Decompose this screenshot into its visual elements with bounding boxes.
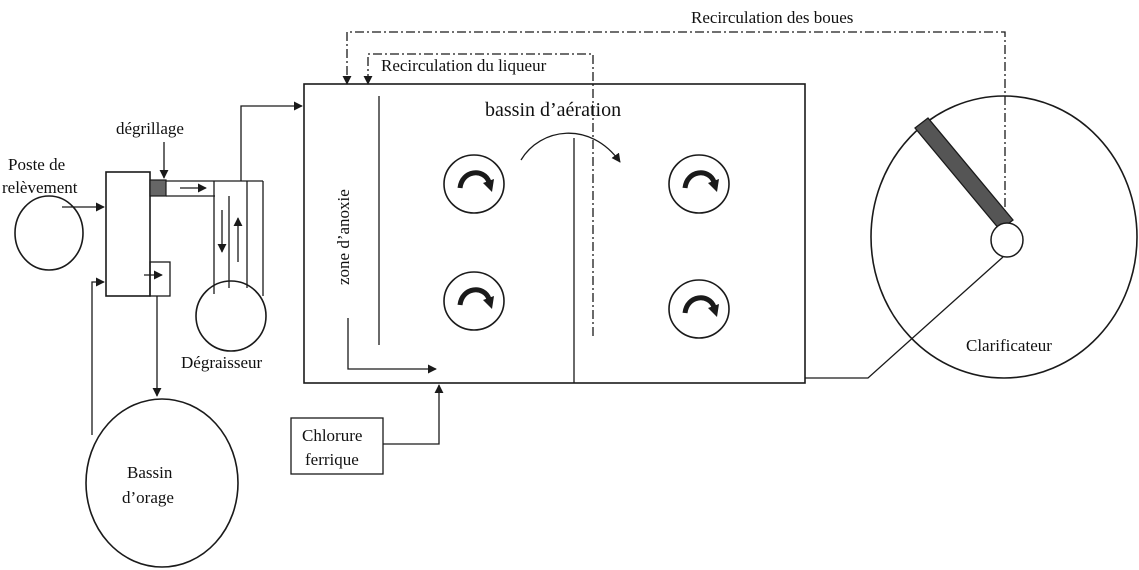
clarificateur-center bbox=[990, 222, 1024, 258]
mixer-bottom-left bbox=[443, 271, 505, 331]
clarificateur-label: Clarificateur bbox=[966, 336, 1052, 355]
boues-loop bbox=[342, 31, 1006, 224]
degraisseur-circle bbox=[195, 280, 267, 352]
rotation-arrow-icon bbox=[682, 170, 717, 189]
degrillage-unit: dégrillage bbox=[105, 119, 263, 297]
poste-label-line2: relèvement bbox=[2, 178, 78, 197]
recirculation-liqueur-label: Recirculation du liqueur bbox=[381, 56, 547, 75]
anoxie-bottom-arrow bbox=[347, 318, 437, 374]
chlorure-label-line1: Chlorure bbox=[302, 426, 362, 445]
poste-relevement-circle bbox=[14, 195, 84, 271]
bassin-orage: Bassin d’orage bbox=[85, 277, 239, 568]
clarificateur-circle bbox=[870, 95, 1138, 379]
degrillage-box bbox=[105, 171, 151, 297]
degraisseur-label: Dégraisseur bbox=[181, 353, 263, 372]
degrillage-label: dégrillage bbox=[116, 119, 184, 138]
liqueur-loop bbox=[363, 53, 594, 336]
chlorure-dosing-arrow bbox=[383, 384, 444, 445]
chlorure-ferrique: Chlorure ferrique bbox=[290, 384, 444, 475]
poste-relevement: Poste de relèvement bbox=[2, 155, 105, 271]
degraisseur-to-basin-arrow bbox=[240, 101, 303, 181]
orage-return-arrow bbox=[91, 277, 105, 435]
recirculation-boues-label: Recirculation des boues bbox=[691, 8, 853, 27]
orage-label-line2: d’orage bbox=[122, 488, 174, 507]
bassin-aeration-label: bassin d’aération bbox=[485, 99, 621, 121]
rotation-arrow-icon bbox=[457, 287, 492, 306]
chlorure-box bbox=[290, 417, 384, 475]
mixer-top-right bbox=[668, 154, 730, 214]
mixer-top-left bbox=[443, 154, 505, 214]
rotation-arrow-icon bbox=[682, 295, 717, 314]
bassin-aeration: bassin d’aération zone d’anoxie bbox=[303, 83, 806, 384]
rotation-arrow-icon bbox=[457, 170, 492, 189]
recirculation-boues: Recirculation des boues bbox=[342, 8, 1006, 224]
basin-to-clarificateur-line bbox=[805, 256, 1004, 379]
orage-label-line1: Bassin bbox=[127, 463, 173, 482]
mixer-bottom-right bbox=[668, 279, 730, 339]
degrillage-screen bbox=[149, 179, 167, 197]
poste-label-line1: Poste de bbox=[8, 155, 65, 174]
chlorure-label-line2: ferrique bbox=[305, 450, 359, 469]
basin-outline bbox=[303, 83, 806, 384]
bassin-orage-circle bbox=[85, 398, 239, 568]
recirculation-liqueur: Recirculation du liqueur bbox=[363, 53, 594, 336]
degraisseur: Dégraisseur bbox=[181, 101, 303, 372]
clarificateur-scraper-arm bbox=[914, 117, 1014, 231]
clarificateur: Clarificateur bbox=[805, 95, 1138, 379]
zone-anoxie-label: zone d’anoxie bbox=[334, 189, 353, 285]
degrillage-overflow-box bbox=[149, 261, 171, 297]
aeration-flow-arrow bbox=[520, 132, 621, 163]
